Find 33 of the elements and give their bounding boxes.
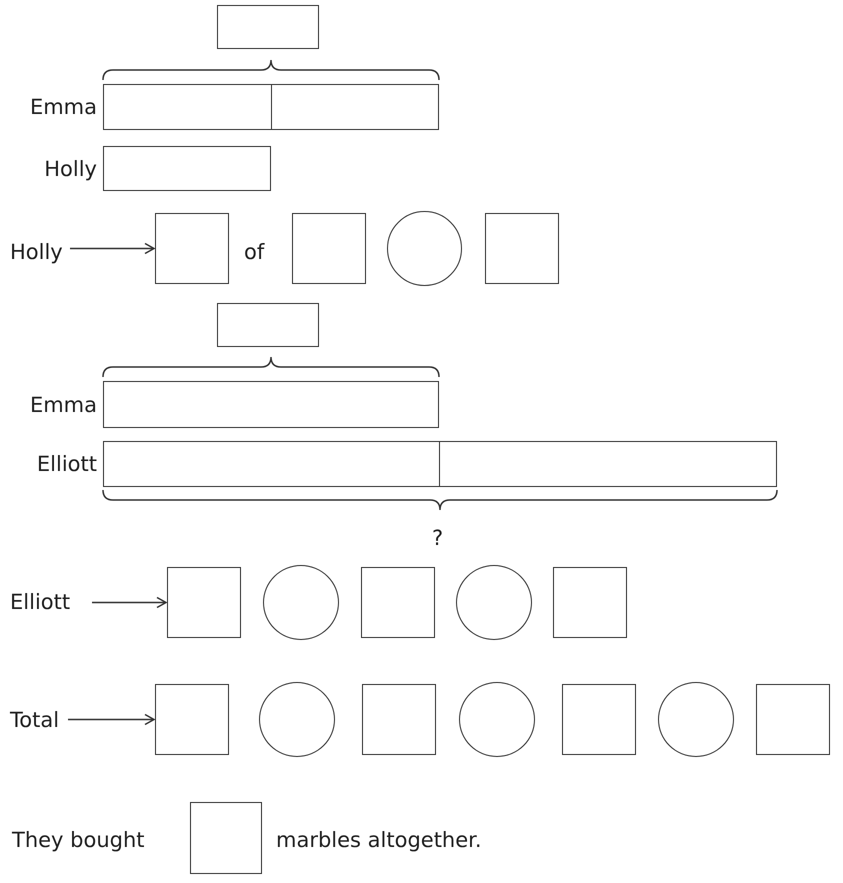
bar-label: Emma <box>30 392 97 418</box>
bar-segment <box>103 84 272 130</box>
bar-segment <box>439 441 777 487</box>
answer-box <box>485 213 559 284</box>
row-label: Total <box>10 708 60 732</box>
answer-box <box>292 213 366 284</box>
row-label: Elliott <box>10 590 70 614</box>
answer-box <box>167 567 241 638</box>
arrow <box>92 596 167 608</box>
answer-box <box>217 5 319 49</box>
text-label: marbles altogether. <box>276 827 482 854</box>
answer-box <box>553 567 627 638</box>
bar-segment <box>103 146 271 191</box>
answer-box <box>756 684 830 755</box>
answer-box <box>217 303 319 347</box>
text-label: of <box>244 239 264 266</box>
answer-box <box>190 802 262 874</box>
bar-segment <box>103 441 440 487</box>
text-label: They bought <box>12 827 145 854</box>
bar-label: Elliott <box>36 451 97 478</box>
answer-box <box>562 684 636 755</box>
bar-segment <box>271 84 439 130</box>
text-label: ? <box>432 525 444 552</box>
answer-box <box>362 684 436 755</box>
bar-label: Holly <box>44 156 97 182</box>
answer-box <box>155 213 229 284</box>
answer-box <box>155 684 229 755</box>
arrow <box>68 714 155 726</box>
answer-box <box>361 567 435 638</box>
row-label: Holly <box>10 240 63 264</box>
arrow <box>70 242 155 254</box>
bar-label: Emma <box>30 94 97 121</box>
bar-segment <box>103 381 439 428</box>
